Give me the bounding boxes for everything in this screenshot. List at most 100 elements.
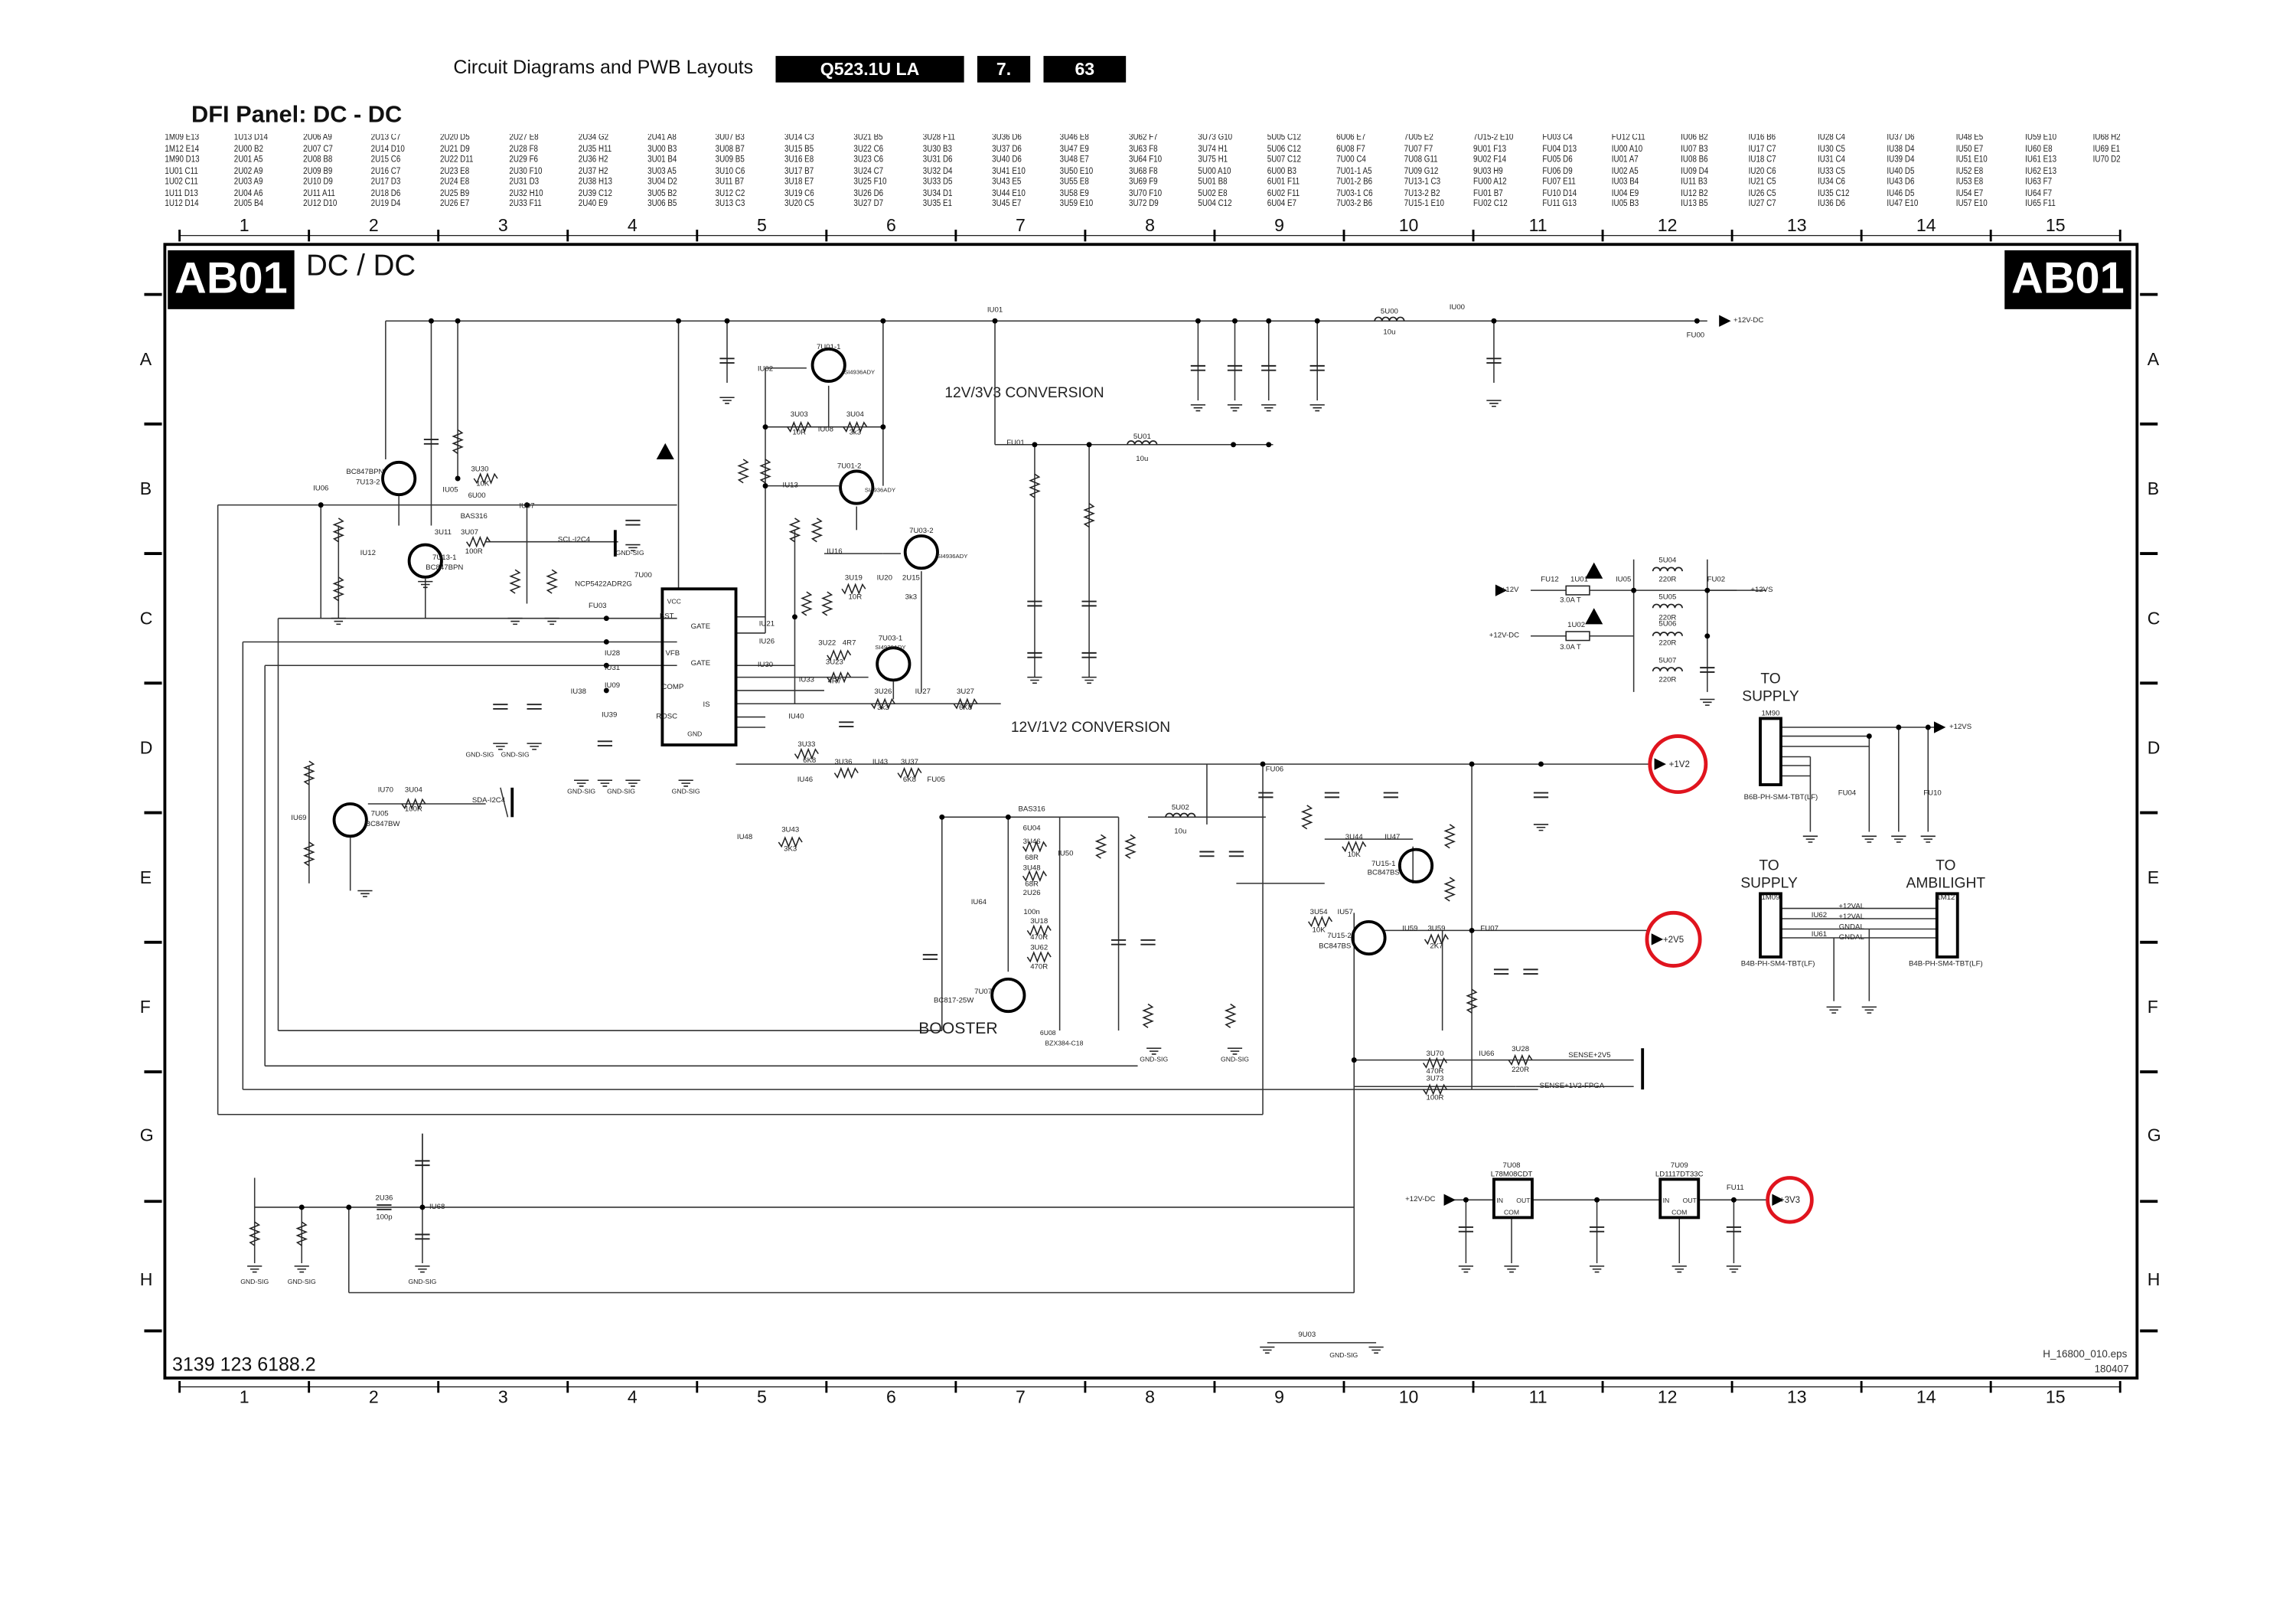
reference-entry: IU48 E5 [1955, 134, 1983, 143]
reference-entry: 3U08 B7 [716, 145, 745, 154]
reference-entry: 2U27 E8 [509, 134, 539, 143]
reference-entry: IU00 A10 [1611, 145, 1642, 154]
reference-entry: 2U33 F11 [509, 200, 542, 210]
circuit-label: IU69 [291, 814, 306, 822]
circuit-label: 6U04 [1023, 825, 1042, 833]
circuit-label: OUT [1516, 1197, 1531, 1204]
row-letter-left: B [139, 478, 152, 499]
ground-symbol-icon [1826, 1006, 1841, 1014]
reference-entry: 2U35 H11 [578, 145, 612, 154]
reference-entry: 2U02 A9 [233, 167, 263, 176]
reference-entry: 3U18 E7 [784, 178, 814, 188]
resistor [1466, 988, 1478, 1014]
circuit-label: GND-SIG [288, 1278, 316, 1285]
junction-dot [1314, 318, 1320, 324]
wire [500, 787, 509, 818]
resistor [870, 697, 895, 710]
resistor [1508, 1053, 1533, 1066]
junction-dot [1730, 1197, 1737, 1203]
reference-entry: 3U20 C5 [784, 200, 815, 210]
circuit-label: SUPPLY [1742, 688, 1799, 704]
circuit-label: 7U03-1 [879, 635, 903, 643]
junction-dot [1538, 761, 1544, 767]
reference-entry: 2U17 D3 [371, 178, 402, 188]
reference-entry: IU28 C4 [1818, 134, 1846, 143]
junction-dot [1032, 442, 1038, 448]
reference-entry: IU43 D6 [1887, 178, 1915, 188]
fuse [1565, 631, 1590, 642]
reference-entry: IU61 E13 [2024, 155, 2056, 165]
column-number-top: 11 [1528, 214, 1548, 236]
reference-entry: 5U00 A10 [1198, 167, 1231, 176]
resistor [473, 472, 498, 485]
row-letter-left: F [139, 996, 151, 1017]
circuit-label: IU40 [788, 712, 804, 720]
ground-symbol-icon [544, 617, 559, 625]
circuit-label: 6K8 [803, 756, 816, 765]
circuit-label: 5U05 [1658, 593, 1676, 602]
reference-entry: 3U25 F10 [853, 178, 887, 188]
circuit-label: 3U23 [826, 658, 843, 666]
circuit-label: 10R [849, 593, 863, 602]
reference-entry: IU35 C12 [1818, 189, 1850, 198]
circuit-label: BC847BS [1368, 868, 1400, 877]
reference-entry: FU05 D6 [1542, 155, 1573, 165]
ground-symbol-icon [574, 779, 589, 787]
circuit-label: GND-SIG [240, 1278, 269, 1285]
ground-symbol-icon [1861, 835, 1877, 843]
reference-entry: 2U38 H13 [578, 178, 612, 188]
circuit-label: TO [1759, 858, 1779, 874]
reference-entry: 3U47 E9 [1060, 145, 1090, 154]
resistor [827, 648, 852, 661]
reference-entry: 7U01-2 B6 [1336, 178, 1372, 188]
circuit-label: 470R [1030, 962, 1048, 971]
resistor [401, 798, 426, 810]
junction-dot [318, 502, 324, 508]
circuit-label: COMP [661, 683, 683, 691]
reference-entry: 3U00 B3 [647, 145, 677, 154]
circuit-label: 2U15 [902, 574, 920, 583]
circuit-label: BST [660, 612, 674, 621]
circuit-label: IU21 [759, 619, 775, 628]
reference-entry: 3U41 E10 [991, 167, 1026, 176]
circuit-label: 3U11 [435, 528, 452, 537]
circuit-label: TO [1760, 671, 1780, 687]
resistor [1424, 933, 1449, 945]
reference-entry: 2U12 D10 [302, 200, 337, 210]
junction-dot [524, 502, 530, 508]
reference-entry: 2U21 D9 [440, 145, 471, 154]
resistor [248, 1221, 261, 1246]
reference-entry: IU60 E8 [2024, 145, 2052, 154]
reference-entry: 3U50 E10 [1060, 167, 1094, 176]
circuit-label: 7U15-1 [1371, 860, 1396, 868]
reference-entry: 3U05 B2 [647, 189, 677, 198]
reference-entry: 3U10 C6 [716, 167, 746, 176]
reference-entry: 2U26 E7 [440, 200, 470, 210]
reference-entry: 7U08 G11 [1404, 155, 1439, 165]
circuit-label: IU48 [737, 833, 752, 841]
circuit-label: FU05 [927, 776, 945, 784]
circuit-label: OUT [1683, 1197, 1698, 1204]
column-number-top: 4 [627, 214, 638, 236]
circuit-label: TO [1936, 858, 1955, 874]
reference-entry: 7U05 E2 [1404, 134, 1434, 143]
row-letter-right: C [2147, 608, 2161, 629]
circuit-label: IN [1496, 1197, 1503, 1204]
circuit-label: IU01 [987, 306, 1003, 315]
circuit-label: GNDAL [1839, 933, 1865, 942]
circuit-label: 5U06 [1658, 619, 1676, 628]
reference-entry: 3U09 B5 [716, 155, 745, 165]
circuit-label: IU38 [571, 687, 586, 696]
junction-dot [1463, 1197, 1469, 1203]
circuit-label: +12VAL [1838, 903, 1864, 911]
circuit-label: SI4936ADY [937, 553, 967, 560]
circuit-label: +12VS [1750, 586, 1773, 594]
reference-entry: 3U22 C6 [853, 145, 884, 154]
reference-entry: 2U36 H2 [578, 155, 608, 165]
column-number-bottom: 6 [886, 1386, 896, 1408]
resistor [897, 766, 922, 779]
column-number-top: 3 [497, 214, 508, 236]
